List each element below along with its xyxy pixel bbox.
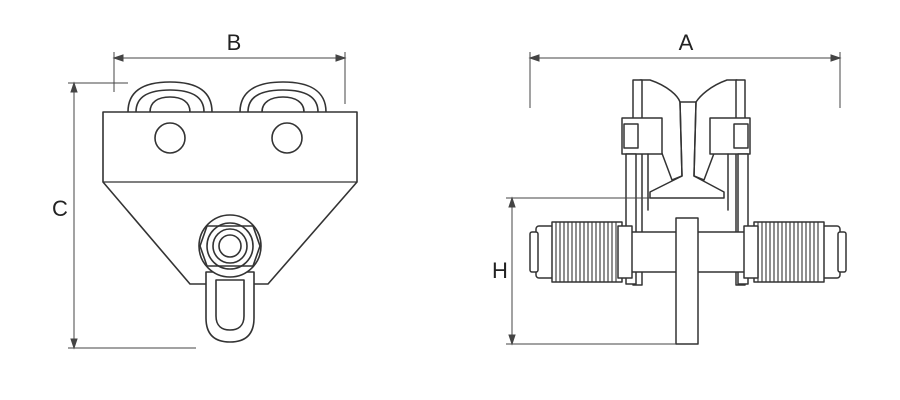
dimension-c [68,81,196,350]
front-view-bolt [198,214,262,278]
front-view-axle-hole-right [271,122,303,154]
dimension-h [506,196,676,346]
dimension-label-h: H [492,258,508,283]
dimension-label-a: A [679,30,694,55]
dimension-a [528,52,842,108]
side-view [529,79,847,345]
front-view-load-shackle [205,271,255,343]
dimension-label-b: B [227,30,242,55]
side-view-wheel-left [639,79,683,181]
side-view-side-plate-right [709,79,751,286]
dimension-label-c: C [52,196,68,221]
side-view-thread-left [529,221,633,283]
dimension-b [112,52,347,104]
front-view [102,81,358,343]
side-view-side-plate-left [621,79,663,286]
dimension-lines [68,52,842,350]
side-view-hanger-plate [675,217,699,345]
front-view-axle-hole-left [154,122,186,154]
side-view-thread-right [743,221,847,283]
front-view-wheels [127,81,327,113]
side-view-wheel-right [693,79,738,181]
